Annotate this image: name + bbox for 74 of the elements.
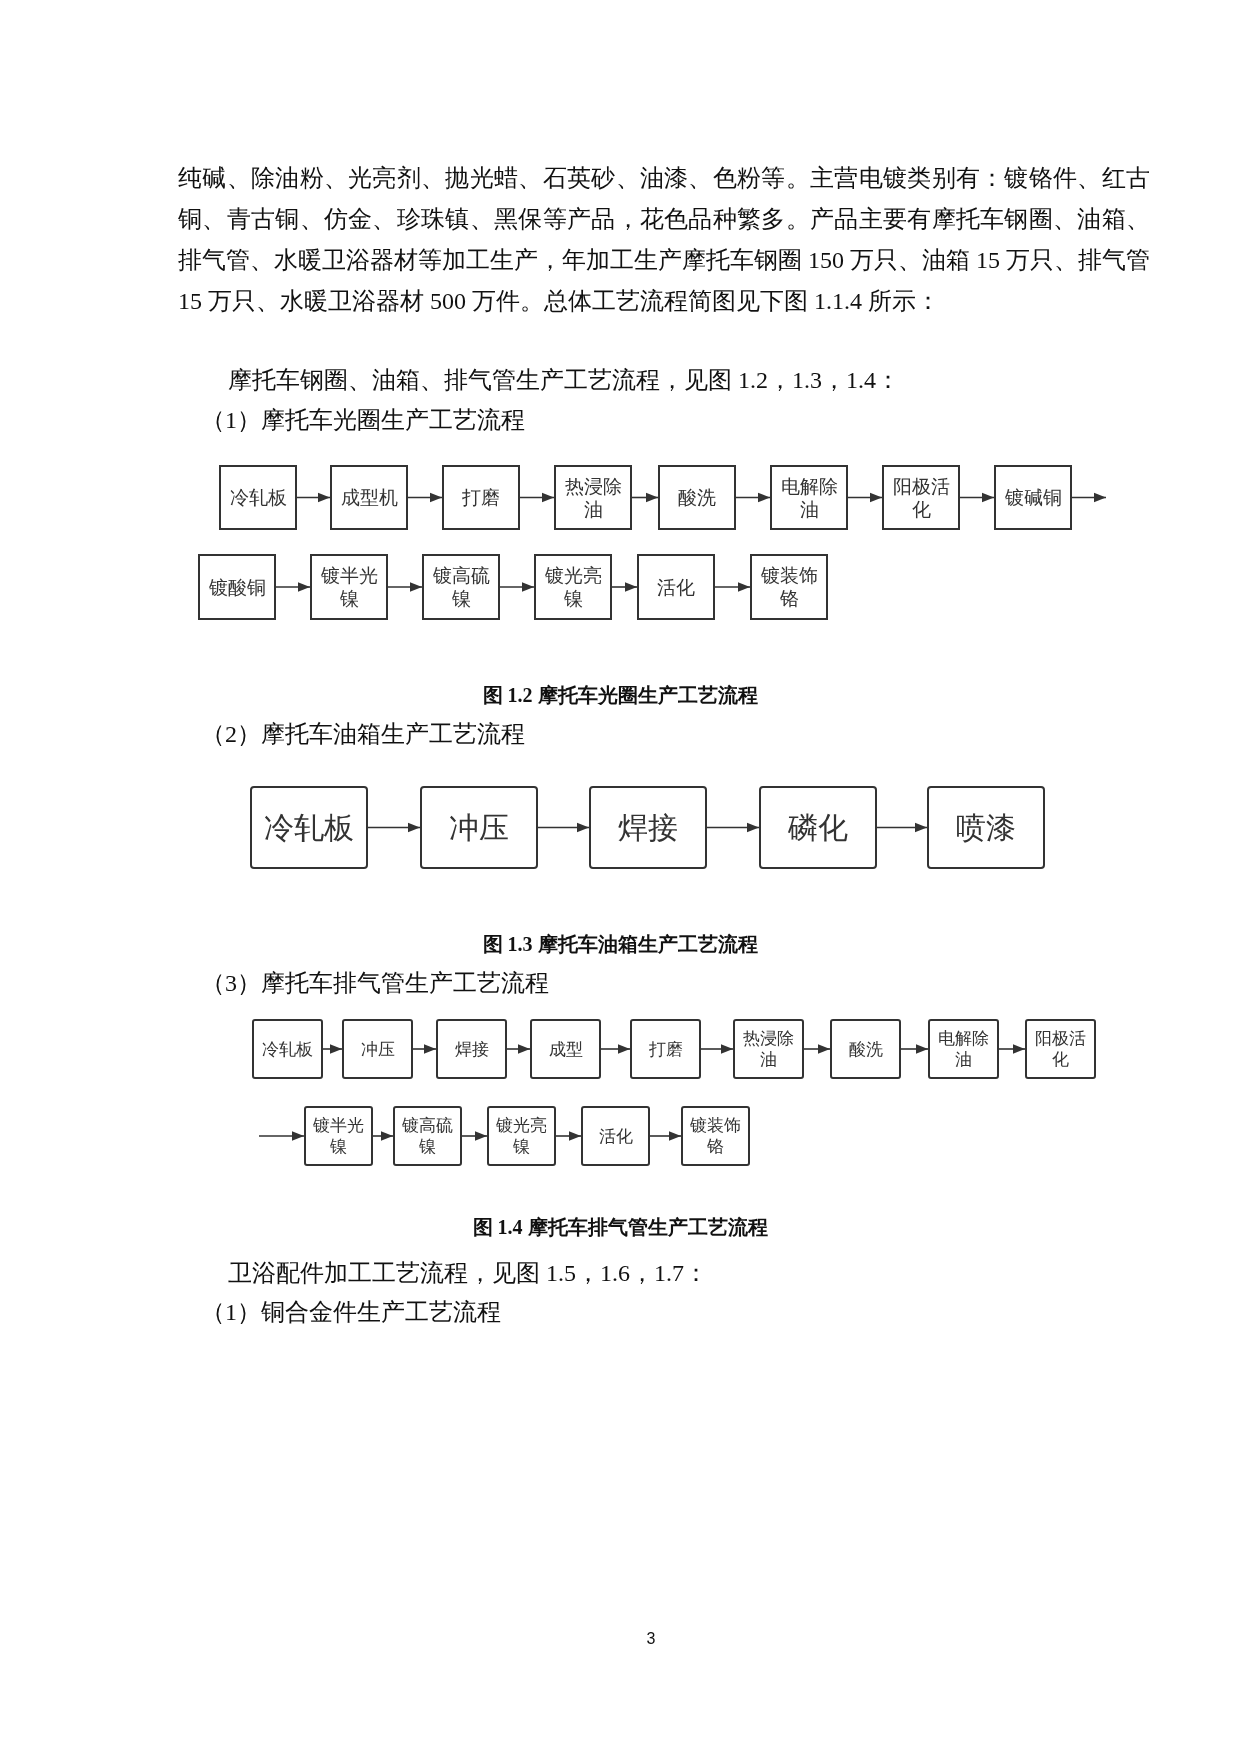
arrow [367, 822, 421, 833]
arrow [998, 1044, 1026, 1054]
arrow [735, 492, 771, 503]
arrow [499, 582, 535, 592]
process-box: 冲压 [420, 786, 538, 869]
process-box: 活化 [637, 554, 715, 620]
arrow [412, 1044, 437, 1054]
process-box: 冲压 [342, 1019, 413, 1079]
process-box: 磷化 [759, 786, 877, 869]
process-box: 阳极活化 [1025, 1019, 1096, 1079]
arrow [296, 492, 331, 503]
process-box: 镀半光镍 [304, 1106, 373, 1166]
arrow [555, 1131, 582, 1141]
figure-caption: 图 1.3 摩托车油箱生产工艺流程 [482, 932, 758, 957]
arrow [387, 582, 423, 592]
arrow [407, 492, 443, 503]
arrow [519, 492, 555, 503]
paragraph: 摩托车钢圈、油箱、排气管生产工艺流程，见图 1.2，1.3，1.4： [228, 366, 900, 395]
arrow [258, 1131, 305, 1141]
arrow [461, 1131, 488, 1141]
process-box: 镀高硫镍 [422, 554, 500, 620]
figure-caption: 图 1.4 摩托车排气管生产工艺流程 [472, 1215, 768, 1240]
arrow [876, 822, 928, 833]
arrow [706, 822, 760, 833]
page-number: 3 [646, 1629, 656, 1649]
process-box: 电解除油 [928, 1019, 999, 1079]
figure-caption: 图 1.2 摩托车光圈生产工艺流程 [482, 683, 758, 708]
process-box: 镀碱铜 [994, 465, 1072, 530]
process-box: 热浸除油 [554, 465, 632, 530]
arrow [1071, 492, 1107, 503]
process-box: 焊接 [436, 1019, 507, 1079]
process-box: 打磨 [630, 1019, 701, 1079]
process-box: 镀半光镍 [310, 554, 388, 620]
section-heading: （2）摩托车油箱生产工艺流程 [201, 720, 525, 749]
arrow [322, 1044, 343, 1054]
arrow [372, 1131, 394, 1141]
process-box: 酸洗 [658, 465, 736, 530]
arrow [700, 1044, 734, 1054]
process-box: 成型 [530, 1019, 601, 1079]
process-box: 热浸除油 [733, 1019, 804, 1079]
section-heading: （1）摩托车光圈生产工艺流程 [201, 406, 525, 435]
arrow [506, 1044, 531, 1054]
paragraph: 卫浴配件加工工艺流程，见图 1.5，1.6，1.7： [228, 1259, 708, 1288]
process-box: 阳极活化 [882, 465, 960, 530]
arrow [631, 492, 659, 503]
process-box: 镀装饰铬 [750, 554, 828, 620]
arrow [959, 492, 995, 503]
process-box: 镀装饰铬 [681, 1106, 750, 1166]
section-heading: （3）摩托车排气管生产工艺流程 [201, 969, 549, 998]
process-box: 冷轧板 [250, 786, 368, 869]
process-box: 镀光亮镍 [534, 554, 612, 620]
process-box: 活化 [581, 1106, 650, 1166]
process-box: 电解除油 [770, 465, 848, 530]
paragraph: 纯碱、除油粉、光亮剂、抛光蜡、石英砂、油漆、色粉等。主营电镀类别有：镀铬件、红古铜、青古铜、仿金、珍珠镇、黑保等产品，花色品种繁多。产品主要有摩托车钢圈、油箱、排气管、水暖卫浴器材等加工生产，年加工生产摩托车钢圈 150 万只、油箱 15 万只、排气管 15 万只、水暖卫浴器材 500 万件。总体工艺流程简图见下图 1.1.4 所示： [178, 164, 1150, 316]
arrow [611, 582, 638, 592]
arrow [275, 582, 311, 592]
process-box: 冷轧板 [252, 1019, 323, 1079]
arrow [900, 1044, 929, 1054]
process-box: 打磨 [442, 465, 520, 530]
arrow [847, 492, 883, 503]
process-box: 酸洗 [830, 1019, 901, 1079]
arrow [600, 1044, 631, 1054]
process-box: 成型机 [330, 465, 408, 530]
process-box: 喷漆 [927, 786, 1045, 869]
process-box: 镀酸铜 [198, 554, 276, 620]
process-box: 镀高硫镍 [393, 1106, 462, 1166]
process-box: 焊接 [589, 786, 707, 869]
arrow [803, 1044, 831, 1054]
section-heading: （1）铜合金件生产工艺流程 [201, 1298, 501, 1327]
arrow [649, 1131, 682, 1141]
process-box: 冷轧板 [219, 465, 297, 530]
arrow [537, 822, 590, 833]
arrow [714, 582, 751, 592]
process-box: 镀光亮镍 [487, 1106, 556, 1166]
